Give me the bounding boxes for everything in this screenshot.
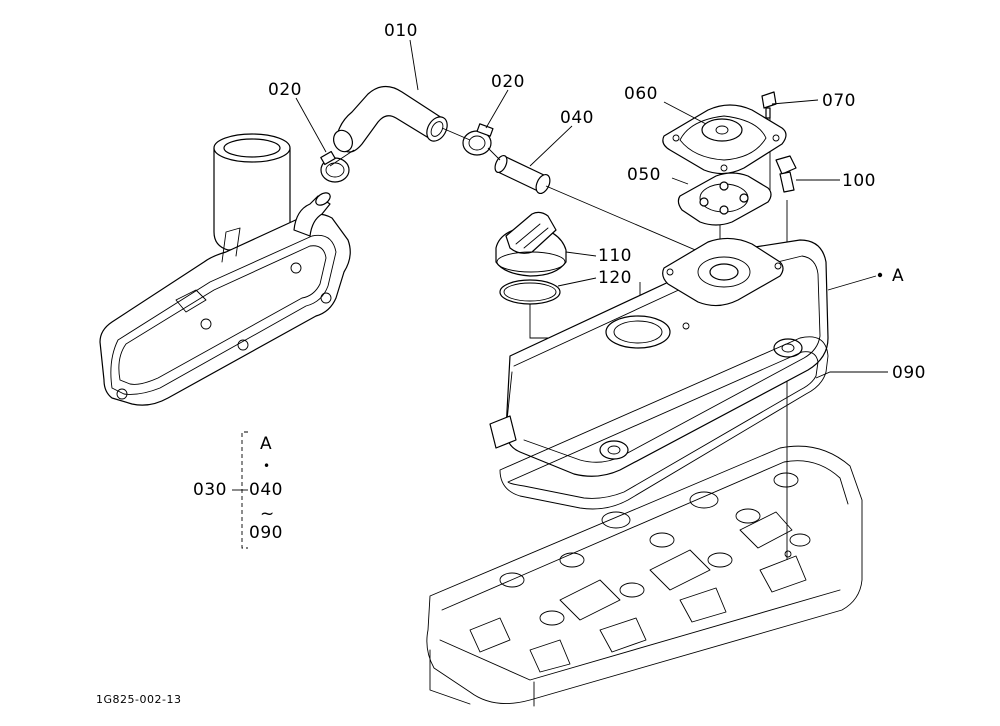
legend-dot: • [263,459,271,473]
legend-from: 040 [249,480,283,500]
legend-group-number: 030 [193,480,227,500]
legend-tilde: ~ [260,504,275,524]
label-010: 010 [384,21,418,41]
label-110: 110 [598,246,632,266]
figure-code: 1G825-002-13 [96,693,181,706]
thermostat-housing-drawing [99,133,351,406]
label-070: 070 [822,91,856,111]
legend-to: 090 [249,523,283,543]
label-060: 060 [624,84,658,104]
oil-filler-cap-drawing [495,211,567,277]
label-A: A [892,266,904,286]
hose-clamp-left-drawing [320,150,350,183]
valve-cover-drawing [489,237,829,477]
label-120: 120 [598,268,632,288]
label-100: 100 [842,171,876,191]
label-050: 050 [627,165,661,185]
assembly-legend: 030 A • 040 ~ 090 [193,431,283,549]
gasket-drawing [499,336,829,510]
diaphragm-drawing [677,172,772,226]
breather-hose-drawing [333,85,448,153]
bolt-small-drawing [761,91,777,119]
label-040: 040 [560,108,594,128]
cylinder-head-drawing [426,445,863,707]
label-020-right: 020 [491,72,525,92]
label-020-left: 020 [268,80,302,100]
bolt-long-drawing [775,155,797,193]
breather-cover-drawing [662,104,787,175]
hose-clamp-right-drawing [462,123,494,156]
o-ring-drawing [499,279,561,305]
leader-lines [295,39,888,379]
label-090: 090 [892,363,926,383]
legend-top: A [260,434,272,454]
part-labels: 010 020 020 040 060 070 050 100 110 120 … [268,21,926,383]
breather-pipe-drawing [494,154,551,195]
